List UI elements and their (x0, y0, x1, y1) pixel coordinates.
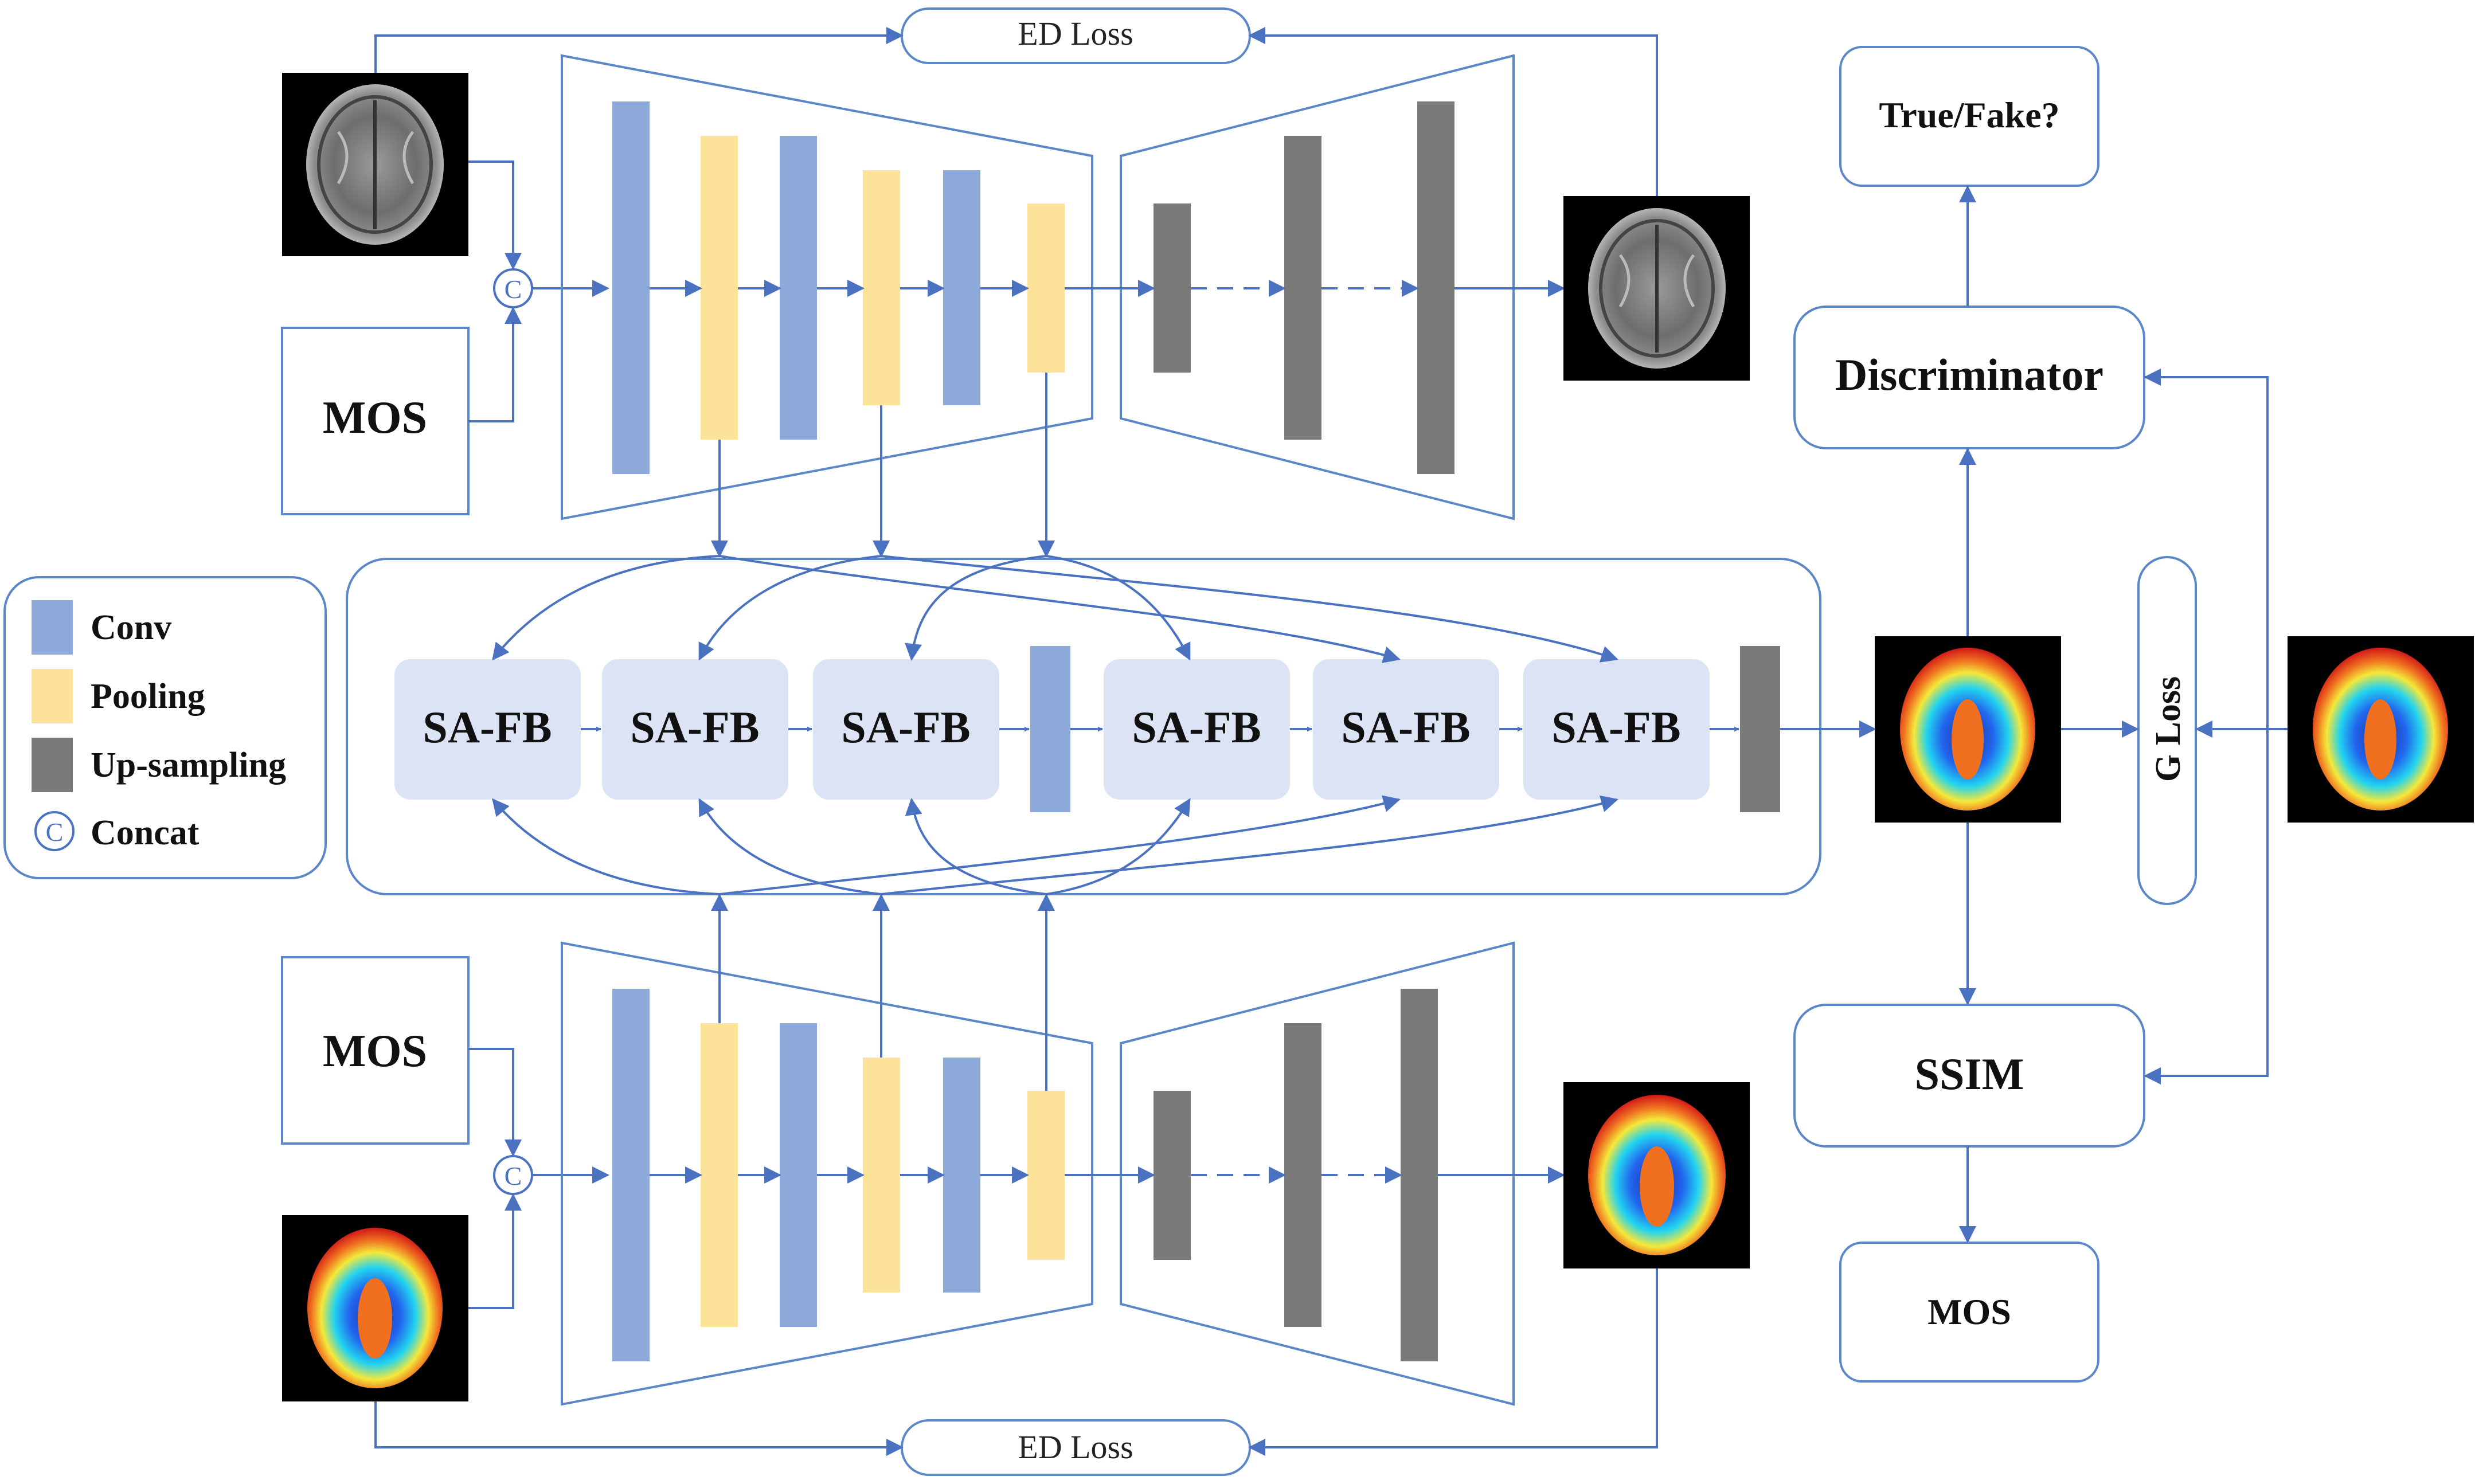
safb-block: SA-FB (813, 659, 999, 800)
pet-output (1563, 1082, 1750, 1268)
conv-layer (612, 989, 650, 1361)
ed-loss-top-label: ED Loss (1018, 15, 1133, 52)
conv-layer (780, 136, 817, 440)
legend-upsampling-swatch (32, 738, 73, 792)
safb-block: SA-FB (394, 659, 581, 800)
g-loss-label: G Loss (2149, 676, 2188, 782)
conv-layer (943, 170, 980, 405)
top-encoder (561, 54, 1093, 520)
svg-text:SA-FB: SA-FB (630, 702, 759, 752)
mos-output-box: MOS (1839, 1242, 2099, 1383)
true-fake-label: True/Fake? (1879, 95, 2059, 135)
concat-icon: C (493, 268, 533, 308)
pet-real (2288, 636, 2474, 823)
pooling-layer (1027, 203, 1065, 373)
legend-label: Conv (91, 608, 171, 647)
upsampling-layer (1401, 989, 1438, 1361)
top-decoder (1120, 54, 1515, 520)
discriminator-label: Discriminator (1835, 350, 2103, 400)
pet-input (282, 1215, 468, 1401)
bottom-encoder (561, 941, 1093, 1406)
legend-concat-icon (34, 811, 75, 851)
legend-label: Concat (91, 813, 200, 852)
svg-text:SA-FB: SA-FB (1551, 702, 1680, 752)
ed-loss-top: ED Loss (901, 7, 1251, 64)
pooling-layer (701, 136, 738, 440)
upsampling-layer (1284, 136, 1321, 440)
pooling-layer (701, 1023, 738, 1327)
mos-bottom-label: MOS (323, 1026, 427, 1076)
conv-layer (780, 1023, 817, 1327)
legend-label: Up-sampling (91, 746, 286, 785)
svg-text:C: C (505, 1161, 522, 1191)
conv-layer (943, 1058, 980, 1293)
true-fake-box: True/Fake? (1839, 46, 2099, 187)
discriminator-box: Discriminator (1793, 306, 2145, 449)
mos-top-label: MOS (323, 393, 427, 443)
ed-loss-bottom-label: ED Loss (1018, 1428, 1133, 1466)
pooling-layer (863, 1058, 900, 1293)
mos-output-label: MOS (1927, 1291, 2011, 1332)
upsampling-layer (1154, 1091, 1191, 1260)
bottom-decoder (1120, 941, 1515, 1406)
pooling-layer (863, 170, 900, 405)
ssim-box: SSIM (1793, 1004, 2145, 1148)
mos-bottom-box: MOS (281, 956, 470, 1145)
pooling-layer (1027, 1091, 1065, 1260)
svg-text:SA-FB: SA-FB (1132, 702, 1261, 752)
svg-text:C: C (46, 817, 64, 847)
legend: C Conv Pooling Up-sampling Concat (3, 576, 327, 879)
safb-block: SA-FB (602, 659, 788, 800)
conv-layer (612, 101, 650, 474)
mri-t1-output (1563, 196, 1750, 381)
legend-pooling-swatch (32, 669, 73, 723)
conv-layer (1030, 646, 1070, 812)
mos-top-box: MOS (281, 327, 470, 515)
svg-text:SA-FB: SA-FB (1341, 702, 1470, 752)
mri-t1-input (282, 73, 468, 256)
upsampling-layer (1740, 646, 1780, 812)
ed-loss-bottom: ED Loss (901, 1419, 1251, 1476)
safb-block: SA-FB (1523, 659, 1710, 800)
fusion-module: SA-FB SA-FB SA-FB SA-FB SA-FB SA-FB (346, 558, 1821, 895)
svg-text:C: C (505, 275, 522, 304)
pet-generated (1875, 636, 2061, 823)
upsampling-layer (1284, 1023, 1321, 1327)
safb-block: SA-FB (1313, 659, 1499, 800)
svg-text:SA-FB: SA-FB (841, 702, 970, 752)
upsampling-layer (1417, 101, 1454, 474)
safb-block: SA-FB (1104, 659, 1290, 800)
concat-icon: C (493, 1155, 533, 1195)
legend-conv-swatch (32, 600, 73, 655)
svg-text:SA-FB: SA-FB (423, 702, 552, 752)
ssim-label: SSIM (1915, 1049, 2024, 1099)
legend-label: Pooling (91, 677, 205, 716)
upsampling-layer (1154, 203, 1191, 373)
g-loss-box: G Loss (2137, 556, 2197, 905)
